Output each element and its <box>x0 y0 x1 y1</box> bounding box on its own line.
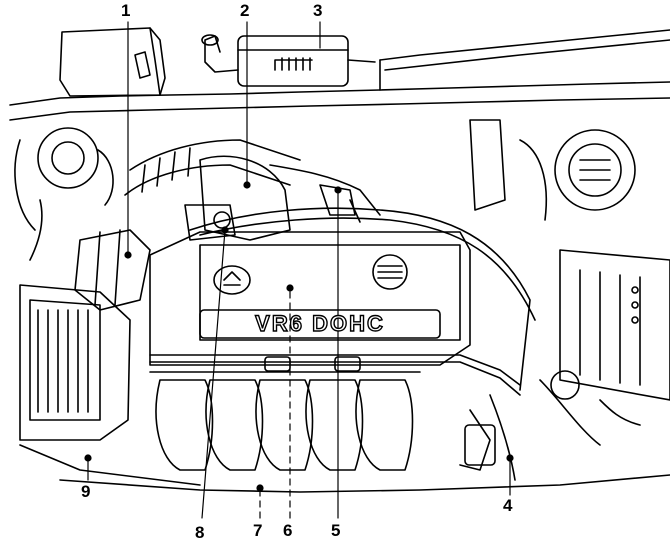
callout-8: 8 <box>195 523 205 542</box>
ignition-wires <box>189 164 536 391</box>
brake-master-cylinder <box>14 127 114 261</box>
reservoir-3 <box>201 34 376 87</box>
right-engine-bay <box>459 119 670 481</box>
callout-1: 1 <box>121 1 131 20</box>
callout-3: 3 <box>313 1 323 20</box>
callout-7: 7 <box>253 521 263 540</box>
firewall-panel <box>9 29 670 121</box>
callout-6: 6 <box>283 521 293 540</box>
callout-5: 5 <box>331 521 341 540</box>
fuel-rail <box>149 184 521 396</box>
radiator-support <box>59 474 670 493</box>
callout-9: 9 <box>81 482 91 501</box>
leader-lines <box>84 21 514 519</box>
intake-manifold <box>149 371 421 471</box>
left-cowl-box <box>59 27 166 97</box>
engine-cover <box>149 231 471 366</box>
callout-4: 4 <box>503 496 513 515</box>
callout-2: 2 <box>240 1 250 20</box>
engine-cover-lettering: VR6 DOHC <box>255 311 385 336</box>
air-filter-housing <box>19 284 201 486</box>
